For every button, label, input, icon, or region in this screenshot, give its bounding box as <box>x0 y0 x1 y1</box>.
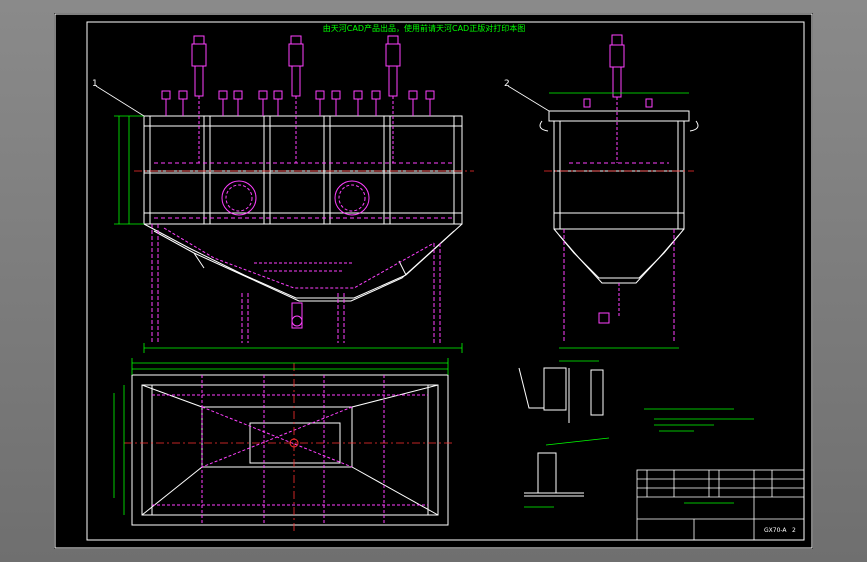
title-block <box>636 469 805 541</box>
drawing-number: GX70-A <box>764 527 787 534</box>
inner-frame <box>86 21 805 541</box>
outer-frame <box>54 13 813 549</box>
leader-2-label: 2 <box>504 79 510 89</box>
plan-view <box>113 358 454 533</box>
leader-2 <box>507 85 550 112</box>
drawing-canvas[interactable]: 由天河CAD产品出品，使用前请天河CAD正版对打印本图 <box>54 13 813 549</box>
drawing-title: 由天河CAD产品出品，使用前请天河CAD正版对打印本图 <box>323 23 525 33</box>
leader-1-label: 1 <box>92 79 98 89</box>
front-view: 1 <box>92 35 474 353</box>
leader-1 <box>95 85 145 117</box>
sheet-number: 2 <box>792 527 796 534</box>
detail-views <box>518 367 604 497</box>
side-view: 2 <box>504 34 699 349</box>
drawing-svg: 由天河CAD产品出品，使用前请天河CAD正版对打印本图 <box>54 13 813 549</box>
